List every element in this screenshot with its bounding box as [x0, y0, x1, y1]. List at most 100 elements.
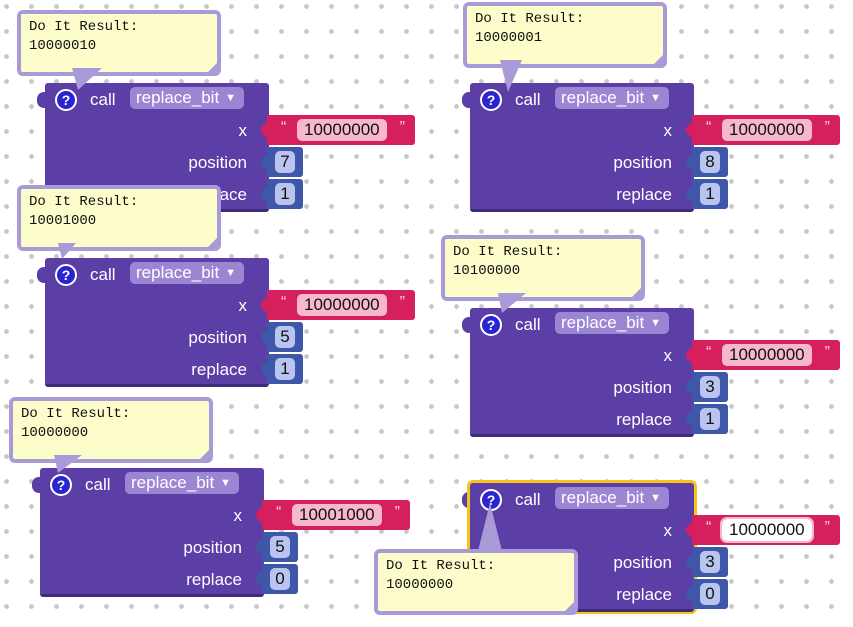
- call-block-4[interactable]: ? call replace_bit▼ x position replace “…: [462, 308, 840, 438]
- result-bubble-1[interactable]: Do It Result: 10000010: [17, 10, 221, 76]
- chevron-down-icon: ▼: [650, 317, 662, 329]
- bubble-heading: Do It Result:: [475, 11, 585, 27]
- result-value: 10000010: [29, 38, 97, 54]
- replace-number-block[interactable]: 0: [256, 564, 298, 594]
- procedure-dropdown[interactable]: replace_bit▼: [555, 312, 670, 334]
- resize-handle-icon[interactable]: [632, 288, 641, 297]
- position-number-block[interactable]: 3: [686, 372, 728, 402]
- position-number-block[interactable]: 5: [261, 322, 303, 352]
- position-label: position: [188, 153, 247, 172]
- position-label: position: [613, 378, 672, 397]
- resize-handle-icon[interactable]: [208, 63, 217, 72]
- position-number-block[interactable]: 5: [256, 532, 298, 562]
- resize-handle-icon[interactable]: [208, 238, 217, 247]
- x-label: x: [663, 346, 673, 365]
- help-icon[interactable]: ?: [55, 264, 77, 286]
- replace-number-block[interactable]: 0: [686, 579, 728, 609]
- call-label: call: [515, 315, 541, 334]
- call-label: call: [90, 265, 116, 284]
- procedure-dropdown[interactable]: replace_bit▼: [555, 87, 670, 109]
- chevron-down-icon: ▼: [650, 492, 662, 504]
- bubble-tail: [58, 243, 76, 259]
- position-number-block[interactable]: 3: [686, 547, 728, 577]
- replace-label: replace: [191, 360, 247, 379]
- text-block[interactable]: “10000000”: [261, 290, 415, 320]
- replace-label: replace: [616, 585, 672, 604]
- resize-handle-icon[interactable]: [654, 55, 663, 64]
- x-label: x: [663, 121, 673, 140]
- help-icon[interactable]: ?: [55, 89, 77, 111]
- bubble-heading: Do It Result:: [29, 19, 139, 35]
- call-block-2[interactable]: ? call replace_bit▼ x position replace “…: [462, 83, 840, 213]
- text-block[interactable]: “10000000”: [261, 115, 415, 145]
- result-value: 10000000: [386, 577, 454, 593]
- replace-value-field[interactable]: 0: [700, 583, 720, 605]
- replace-label: replace: [616, 410, 672, 429]
- replace-value-field[interactable]: 1: [275, 358, 295, 380]
- help-icon[interactable]: ?: [480, 89, 502, 111]
- call-block-5[interactable]: ? call replace_bit▼ x position replace “…: [32, 468, 410, 598]
- x-label: x: [238, 296, 248, 315]
- position-value-field[interactable]: 3: [700, 551, 720, 573]
- replace-value-field[interactable]: 1: [700, 183, 720, 205]
- replace-label: replace: [616, 185, 672, 204]
- result-bubble-4[interactable]: Do It Result: 10100000: [441, 235, 645, 301]
- replace-number-block[interactable]: 1: [686, 404, 728, 434]
- replace-value-field[interactable]: 1: [275, 183, 295, 205]
- text-value-field[interactable]: 10000000: [297, 119, 387, 141]
- bubble-heading: Do It Result:: [386, 558, 496, 574]
- result-bubble-2[interactable]: Do It Result: 10000001: [463, 2, 667, 68]
- call-label: call: [90, 90, 116, 109]
- bubble-tail: [72, 68, 102, 90]
- replace-number-block[interactable]: 1: [261, 179, 303, 209]
- position-value-field[interactable]: 5: [275, 326, 295, 348]
- position-number-block[interactable]: 7: [261, 147, 303, 177]
- procedure-dropdown[interactable]: replace_bit▼: [130, 262, 245, 284]
- result-bubble-6[interactable]: Do It Result: 10000000: [374, 549, 578, 615]
- procedure-dropdown[interactable]: replace_bit▼: [125, 472, 240, 494]
- position-value-field[interactable]: 3: [700, 376, 720, 398]
- text-block[interactable]: “10000000”: [686, 340, 840, 370]
- text-block[interactable]: “10000000”: [686, 115, 840, 145]
- call-label: call: [85, 475, 111, 494]
- chevron-down-icon: ▼: [225, 267, 237, 279]
- procedure-dropdown[interactable]: replace_bit▼: [555, 487, 670, 509]
- help-icon[interactable]: ?: [480, 314, 502, 336]
- x-label: x: [233, 506, 243, 525]
- result-value: 10000000: [21, 425, 89, 441]
- call-block-6-selected[interactable]: ? call replace_bit▼ x position replace “…: [462, 483, 840, 613]
- call-label: call: [515, 490, 541, 509]
- replace-value-field[interactable]: 0: [270, 568, 290, 590]
- bubble-tail: [500, 60, 522, 92]
- position-value-field[interactable]: 8: [700, 151, 720, 173]
- position-label: position: [613, 153, 672, 172]
- call-block-3[interactable]: ? call replace_bit▼ x position replace “…: [37, 258, 415, 388]
- position-label: position: [183, 538, 242, 557]
- text-block[interactable]: “10001000”: [256, 500, 410, 530]
- bubble-tail: [498, 293, 526, 313]
- replace-label: replace: [186, 570, 242, 589]
- text-block[interactable]: “10000000”: [686, 515, 840, 545]
- result-bubble-3[interactable]: Do It Result: 10001000: [17, 185, 221, 251]
- chevron-down-icon: ▼: [225, 92, 237, 104]
- resize-handle-icon[interactable]: [565, 602, 574, 611]
- replace-number-block[interactable]: 1: [261, 354, 303, 384]
- replace-number-block[interactable]: 1: [686, 179, 728, 209]
- position-number-block[interactable]: 8: [686, 147, 728, 177]
- x-label: x: [663, 521, 673, 540]
- help-icon[interactable]: ?: [50, 474, 72, 496]
- bubble-heading: Do It Result:: [29, 194, 139, 210]
- chevron-down-icon: ▼: [650, 92, 662, 104]
- resize-handle-icon[interactable]: [200, 450, 209, 459]
- text-value-field[interactable]: 10000000: [297, 294, 387, 316]
- position-value-field[interactable]: 5: [270, 536, 290, 558]
- call-label: call: [515, 90, 541, 109]
- text-value-field[interactable]: 10000000: [720, 517, 814, 543]
- replace-value-field[interactable]: 1: [700, 408, 720, 430]
- position-value-field[interactable]: 7: [275, 151, 295, 173]
- text-value-field[interactable]: 10000000: [722, 344, 812, 366]
- result-bubble-5[interactable]: Do It Result: 10000000: [9, 397, 213, 463]
- procedure-dropdown[interactable]: replace_bit▼: [130, 87, 245, 109]
- text-value-field[interactable]: 10000000: [722, 119, 812, 141]
- text-value-field[interactable]: 10001000: [292, 504, 382, 526]
